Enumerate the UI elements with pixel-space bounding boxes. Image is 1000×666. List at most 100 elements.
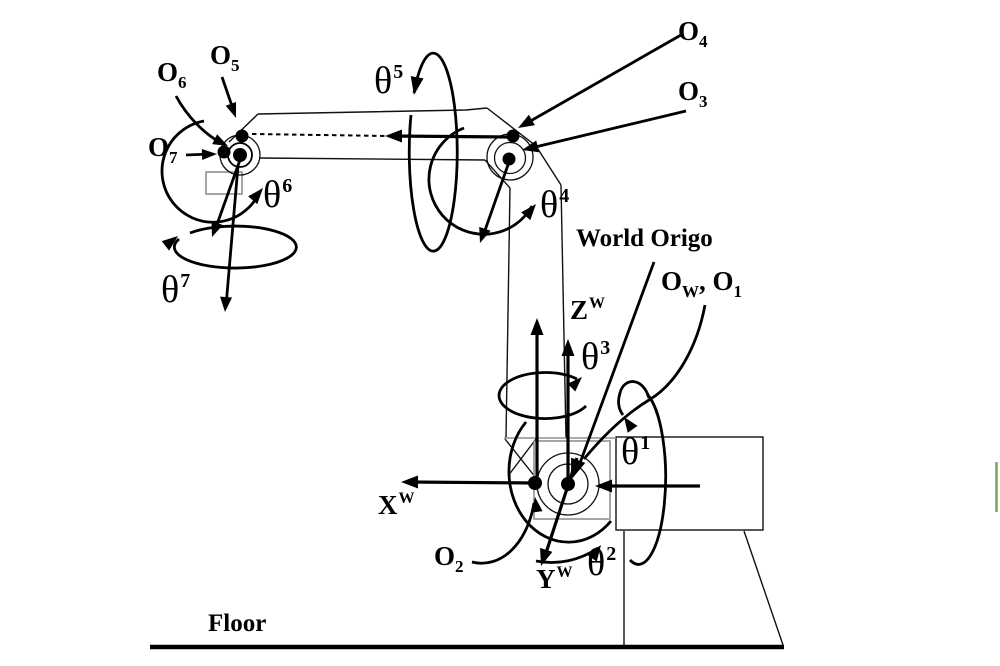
wrist-downleft-arrowhead-icon: [211, 220, 223, 237]
lower-arm-right-edge: [560, 184, 567, 439]
label-ow-base: O: [661, 266, 683, 296]
o2-pointer-curve: [471, 502, 536, 565]
theta3-glyph: θ: [581, 336, 600, 378]
theta3-sup: 3: [600, 337, 611, 359]
label-y-axis: YW: [536, 564, 573, 594]
arm-links: [228, 107, 784, 646]
pointer-lines: [174, 33, 707, 565]
theta5-sup: 5: [393, 61, 404, 83]
wrist-tool-axis-line: [224, 165, 240, 307]
theta2-glyph: θ: [587, 542, 606, 584]
rotation-arrowheads: [161, 76, 638, 562]
theta1-rotation-ellipse: [628, 393, 668, 566]
theta6-sup: 6: [282, 175, 293, 197]
label-world-origo: World Origo: [576, 225, 713, 252]
wrist-downleft-arrow-line: [213, 159, 242, 231]
y-axis-arrowhead-icon: [540, 547, 553, 566]
theta1-sup: 1: [640, 432, 651, 454]
o5-arrowhead-icon: [225, 102, 237, 118]
upper-arm-axis-arrow-line: [391, 134, 513, 139]
label-theta2: θ2: [587, 542, 617, 584]
upper-arm-axis-arrowhead-icon: [385, 129, 402, 143]
joint3-axis-arrowhead-icon: [530, 318, 544, 335]
z-axis-glyph: Z: [570, 295, 589, 325]
label-o5: O5: [210, 42, 240, 75]
base-box: [615, 436, 764, 531]
label-o3: O3: [678, 78, 708, 111]
joint-o4-dot: [506, 129, 520, 143]
joint-o7-dot: [217, 145, 231, 159]
label-o2-base: O: [434, 541, 456, 571]
label-o2-sub: 2: [455, 557, 464, 576]
theta2-sup: 2: [606, 543, 617, 565]
label-o2: O2: [434, 541, 464, 576]
o3-arrowhead-icon: [522, 140, 539, 153]
label-o1-sub: 1: [733, 282, 743, 301]
wrist-tool-axis-arrowhead-icon: [220, 296, 233, 312]
label-o4-base: O: [678, 16, 700, 46]
label-o6-base: O: [157, 57, 179, 87]
x-axis-sup: W: [398, 490, 415, 507]
label-o6-sub: 6: [178, 73, 187, 92]
lower-arm-left-edge: [505, 187, 511, 439]
joint-o5-dot: [235, 129, 249, 143]
label-theta6: θ6: [263, 174, 293, 216]
theta6-glyph: θ: [263, 174, 282, 216]
axis-arrows: [213, 133, 700, 560]
label-x-axis: XW: [378, 490, 415, 519]
label-floor: Floor: [208, 610, 267, 637]
label-o3-sub: 3: [699, 92, 708, 111]
label-theta3: θ3: [581, 336, 611, 378]
theta1-glyph: θ: [621, 431, 640, 473]
o6-pointer-curve: [174, 95, 222, 145]
o4-pointer-line: [526, 33, 682, 125]
theta6-arrowhead-icon: [248, 188, 263, 205]
elbow-ring: [493, 141, 527, 175]
ow-o1-pointer-curve: [582, 304, 707, 460]
elbow-lower-corner: [484, 159, 511, 189]
label-theta5: θ5: [374, 60, 404, 102]
theta4-arrowhead-icon: [521, 204, 536, 221]
o3-pointer-line: [530, 109, 687, 150]
theta5-arrowhead-icon: [410, 76, 424, 95]
joint-o3-dot: [502, 152, 516, 166]
label-o6: O6: [157, 57, 187, 92]
label-ow-o1: OW, O1: [661, 266, 742, 301]
axis-arrowheads: [211, 129, 612, 566]
base-box-arrowhead-icon: [595, 479, 612, 493]
theta3-arrowhead-icon: [567, 377, 582, 392]
label-theta7: θ7: [161, 269, 191, 311]
wrist-center-dot: [233, 148, 247, 162]
label-ow-o1-separator: ,: [699, 266, 713, 296]
o2-arrowhead-icon: [531, 497, 543, 513]
label-ow-sub: W: [682, 282, 700, 301]
theta4-rotation-arc: [427, 126, 534, 236]
theta4-glyph: θ: [540, 184, 559, 226]
world-origo-pointer-line: [578, 261, 656, 464]
label-o7: O7: [148, 134, 178, 167]
upper-arm-dashed-axis: [251, 133, 389, 137]
theta7-glyph: θ: [161, 269, 180, 311]
z-axis-arrowhead-icon: [561, 339, 575, 356]
pedestal-right-edge: [743, 530, 784, 646]
label-z-axis: ZW: [570, 295, 605, 325]
theta7-rotation-ellipse: [172, 224, 298, 270]
y-axis-glyph: Y: [536, 564, 556, 594]
theta7-sup: 7: [180, 270, 191, 292]
x-axis-arrowhead-icon: [401, 475, 418, 489]
label-o7-sub: 7: [169, 148, 178, 167]
theta1-arrow-loop: [617, 380, 651, 416]
upper-arm-top-edge: [257, 107, 488, 115]
x-axis-arrow-line: [407, 480, 536, 485]
base-brace-diagonal-2: [507, 438, 537, 477]
label-o4-sub: 4: [699, 32, 708, 51]
theta5-glyph: θ: [374, 60, 393, 102]
label-o1-base: O: [712, 266, 734, 296]
y-axis-sup: W: [556, 564, 573, 581]
theta4-sup: 4: [559, 185, 570, 207]
o5-pointer-line: [220, 76, 235, 110]
theta7-arrowhead-icon: [161, 236, 178, 251]
o4-arrowhead-icon: [518, 114, 535, 128]
